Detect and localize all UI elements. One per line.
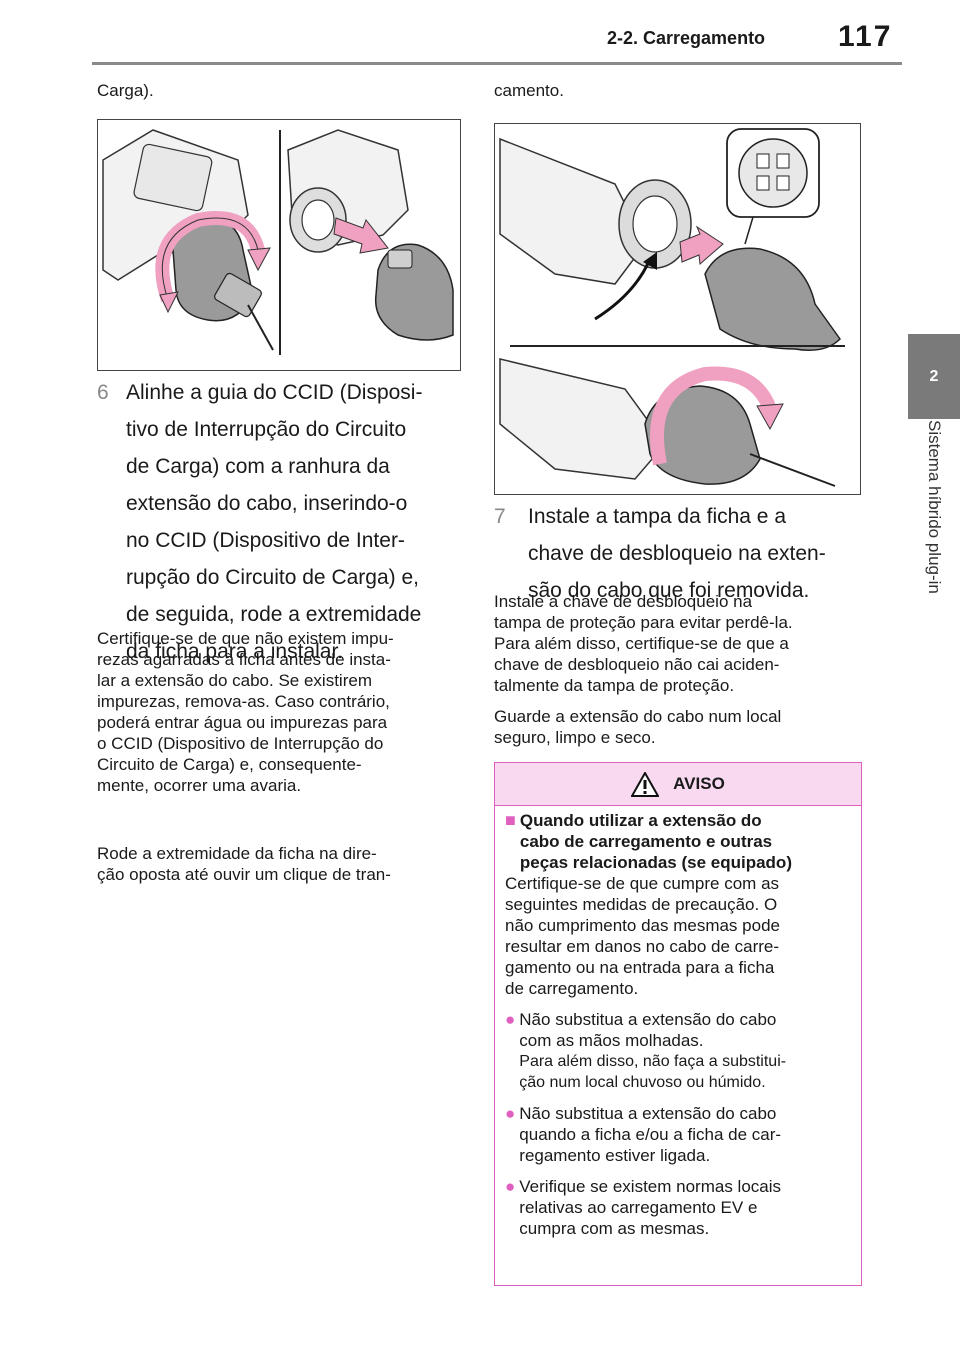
- text-line: não cumprimento das mesmas pode: [505, 916, 780, 935]
- text-line: Rode a extremidade da ficha na dire-: [97, 844, 377, 863]
- text-line: peças relacionadas (se equipado): [519, 853, 792, 872]
- step-6-line: tivo de Interrupção do Circuito: [126, 418, 407, 441]
- warning-intro: Certifique-se de que cumpre com as segui…: [505, 873, 851, 999]
- warning-header: AVISO: [495, 763, 861, 806]
- text-line: Circuito de Carga) e, consequente-: [97, 755, 362, 774]
- text-line: cumpra com as mesmas.: [519, 1219, 710, 1238]
- step-7-number: 7: [494, 505, 506, 528]
- text-line: o CCID (Dispositivo de Interrupção do: [97, 734, 384, 753]
- illustration-ccid-install: [102, 129, 454, 355]
- step-6-line: de Carga) com a ranhura da: [126, 455, 390, 478]
- warning-title: AVISO: [673, 774, 725, 793]
- step-6-line: no CCID (Dispositivo de Inter-: [126, 529, 405, 552]
- section-title: 2-2. Carregamento: [607, 28, 766, 48]
- step-7: 7 Instale a tampa da ficha e a chave de …: [494, 498, 864, 609]
- text-line: impurezas, remova-as. Caso contrário,: [97, 692, 390, 711]
- text-line: cabo de carregamento e outras: [519, 832, 773, 851]
- text-line: seguro, limpo e seco.: [494, 728, 656, 747]
- step-7-line: chave de desbloqueio na exten-: [528, 542, 826, 565]
- circle-bullet-icon: ●: [505, 1104, 516, 1123]
- text-line: lar a extensão do cabo. Se existirem: [97, 671, 372, 690]
- text-line: ção num local chuvoso ou húmido.: [519, 1074, 766, 1091]
- text-line: Verifique se existem normas locais: [519, 1177, 782, 1196]
- left-top-text: Carga).: [97, 81, 154, 100]
- step-6: 6 Alinhe a guia do CCID (Disposi- tivo d…: [97, 374, 467, 670]
- step-6-line: de seguida, rode a extremidade: [126, 603, 422, 626]
- text-line: Certifique-se de que cumpre com as: [505, 874, 780, 893]
- right-top-text: camento.: [494, 81, 564, 100]
- right-paragraph-2: Guarde a extensão do cabo num local segu…: [494, 706, 864, 748]
- header-rule: [92, 62, 902, 65]
- text-line: de carregamento.: [505, 979, 639, 998]
- text-line: com as mãos molhadas.: [519, 1031, 704, 1050]
- warning-subhead: ■ Quando utilizar a extensão do cabo de …: [505, 810, 851, 873]
- text-line: seguintes medidas de precaução. O: [505, 895, 778, 914]
- text-line: Não substitua a extensão do cabo: [519, 1010, 777, 1029]
- text-line: poderá entrar água ou impurezas para: [97, 713, 388, 732]
- figure-install-right: [494, 123, 861, 495]
- chapter-number: 2: [929, 367, 939, 385]
- text-line: Para além disso, certifique-se de que a: [494, 634, 789, 653]
- illustration-cap-install: [499, 128, 845, 487]
- step-6-line: Alinhe a guia do CCID (Disposi-: [126, 381, 423, 404]
- warning-bullet-2: ● Não substitua a extensão do cabo quand…: [505, 1103, 851, 1166]
- figure-install-left: [97, 119, 461, 371]
- text-line: Quando utilizar a extensão do: [519, 811, 762, 830]
- square-bullet-icon: ■: [505, 810, 516, 830]
- step-6-line: extensão do cabo, inserindo-o: [126, 492, 408, 515]
- text-line: talmente da tampa de proteção.: [494, 676, 735, 695]
- warning-bullet-3: ● Verifique se existem normas locais rel…: [505, 1176, 851, 1239]
- step-6-number: 6: [97, 381, 109, 404]
- text-line: relativas ao carregamento EV e: [519, 1198, 758, 1217]
- text-line: resultar em danos no cabo de carre-: [505, 937, 780, 956]
- warning-body: ■ Quando utilizar a extensão do cabo de …: [495, 806, 861, 1239]
- circle-bullet-icon: ●: [505, 1010, 516, 1029]
- circle-bullet-icon: ●: [505, 1177, 516, 1196]
- right-paragraph-1: Instale a chave de desbloqueio na tampa …: [494, 591, 864, 696]
- text-line: tampa de proteção para evitar perdê-la.: [494, 613, 793, 632]
- left-paragraph-2: Rode a extremidade da ficha na dire- ção…: [97, 843, 467, 885]
- warning-bullet-1: ● Não substitua a extensão do cabo com a…: [505, 1009, 851, 1093]
- text-line: Instale a chave de desbloqueio na: [494, 592, 753, 611]
- step-6-line: rupção do Circuito de Carga) e,: [126, 566, 419, 589]
- warning-box: AVISO ■ Quando utilizar a extensão do ca…: [494, 762, 862, 1286]
- chapter-label: Sistema híbrido plug-in: [925, 420, 944, 594]
- warning-triangle-icon: [631, 771, 660, 797]
- text-line: mente, ocorrer uma avaria.: [97, 776, 302, 795]
- text-line: Não substitua a extensão do cabo: [519, 1104, 777, 1123]
- text-line: quando a ficha e/ou a ficha de car-: [519, 1125, 782, 1144]
- text-line: Guarde a extensão do cabo num local: [494, 707, 782, 726]
- text-line: rezas agarradas à ficha antes de insta-: [97, 650, 391, 669]
- step-7-line: são do cabo que foi removida.: [528, 579, 810, 602]
- chapter-tab: 2: [908, 334, 960, 419]
- text-line: Para além disso, não faça a substitui-: [519, 1053, 787, 1070]
- step-7-line: Instale a tampa da ficha e a: [528, 505, 786, 528]
- page-number: 117: [838, 20, 893, 53]
- text-line: ção oposta até ouvir um clique de tran-: [97, 865, 391, 884]
- text-line: regamento estiver ligada.: [519, 1146, 711, 1165]
- text-line: gamento ou na entrada para a ficha: [505, 958, 775, 977]
- text-line: Certifique-se de que não existem impu-: [97, 629, 394, 648]
- step-6-line: da ficha para a instalar.: [126, 640, 344, 663]
- left-paragraph-1: Certifique-se de que não existem impu- r…: [97, 628, 467, 796]
- text-line: chave de desbloqueio não cai aciden-: [494, 655, 780, 674]
